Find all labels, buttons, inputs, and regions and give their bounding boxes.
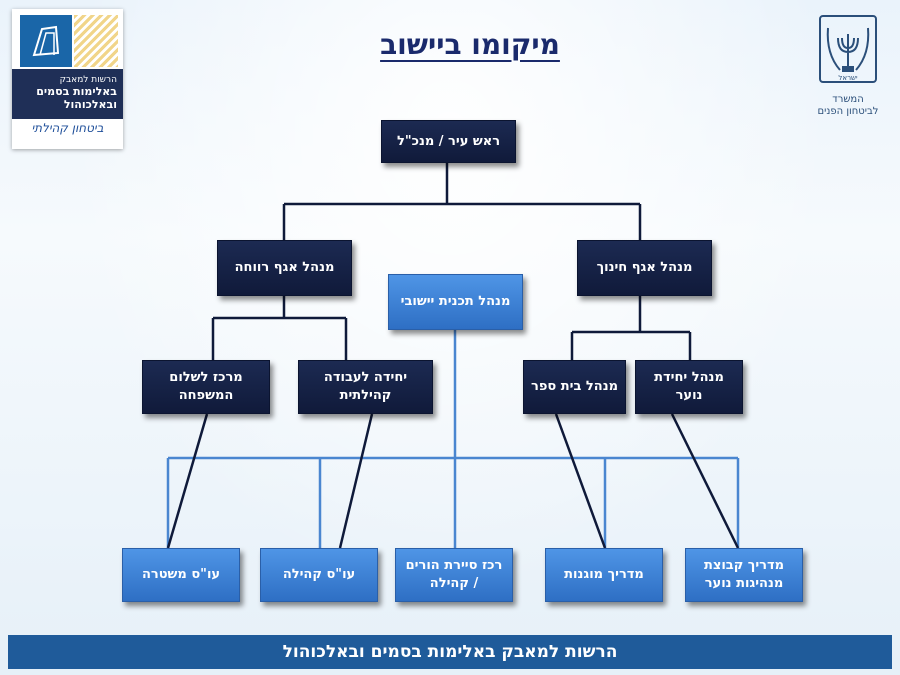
node-protection-tutor: מדריך מוגנות [545,548,663,602]
page-title: מיקומו ביישוב [300,28,640,61]
footer-text: הרשות למאבק באלימות בסמים ובאלכוהול [282,642,618,662]
node-community-social-worker: עו"ס קהילה [260,548,378,602]
node-youth-leadership-guide: מדריך קבוצת מנהיגות נוער [685,548,803,602]
connector-family-to-police [166,413,209,549]
logo-line-1: הרשות למאבק [59,75,117,85]
node-program-manager: מנהל תכנית יישובי [388,274,523,330]
node-community-work-unit: יחידה לעבודה קהילתית [298,360,433,414]
logo-slogan: ביטחון קהילתי [31,121,104,135]
logo-graphic [12,9,123,69]
logo-stripes [74,15,118,67]
connector-school-to-tutor [554,413,607,549]
node-education-director: מנהל אגף חינוך [577,240,712,296]
ministry-name: המשרד לביטחון הפנים [808,94,888,118]
ministry-line-2: לביטחון הפנים [817,106,879,117]
emblem-text: ישראל [838,74,858,82]
node-welfare-director: מנהל אגף רווחה [217,240,352,296]
ministry-line-1: המשרד [832,94,864,105]
node-youth-unit-manager: מנהל יחידת נוער [635,360,743,414]
node-mayor: ראש עיר / מנכ"ל [381,120,516,163]
logo-line-2: באלימות בסמים [36,85,117,98]
connector-youth-to-leader [670,413,740,549]
logo-building-icon [20,15,72,67]
connector-community-to-aide [338,413,374,549]
node-patrol-coordinator: רכז סיירת הורים / קהילה [395,548,513,602]
authority-logo: הרשות למאבק באלימות בסמים ובאלכוהול ביטח… [12,9,123,149]
ministry-emblem: ישראל המשרד לביטחון הפנים [808,14,888,134]
logo-line-3: ובאלכוהול [63,98,117,111]
footer-banner: הרשות למאבק באלימות בסמים ובאלכוהול [8,635,892,669]
node-police-social-worker: עו"ס משטרה [122,548,240,602]
node-family-center: מרכז לשלום המשפחה [142,360,270,414]
page-title-text: מיקומו ביישוב [380,28,560,61]
menorah-emblem-icon: ישראל [819,15,877,83]
logo-text-block: הרשות למאבק באלימות בסמים ובאלכוהול [12,69,123,119]
node-school-principal: מנהל בית ספר [523,360,626,414]
